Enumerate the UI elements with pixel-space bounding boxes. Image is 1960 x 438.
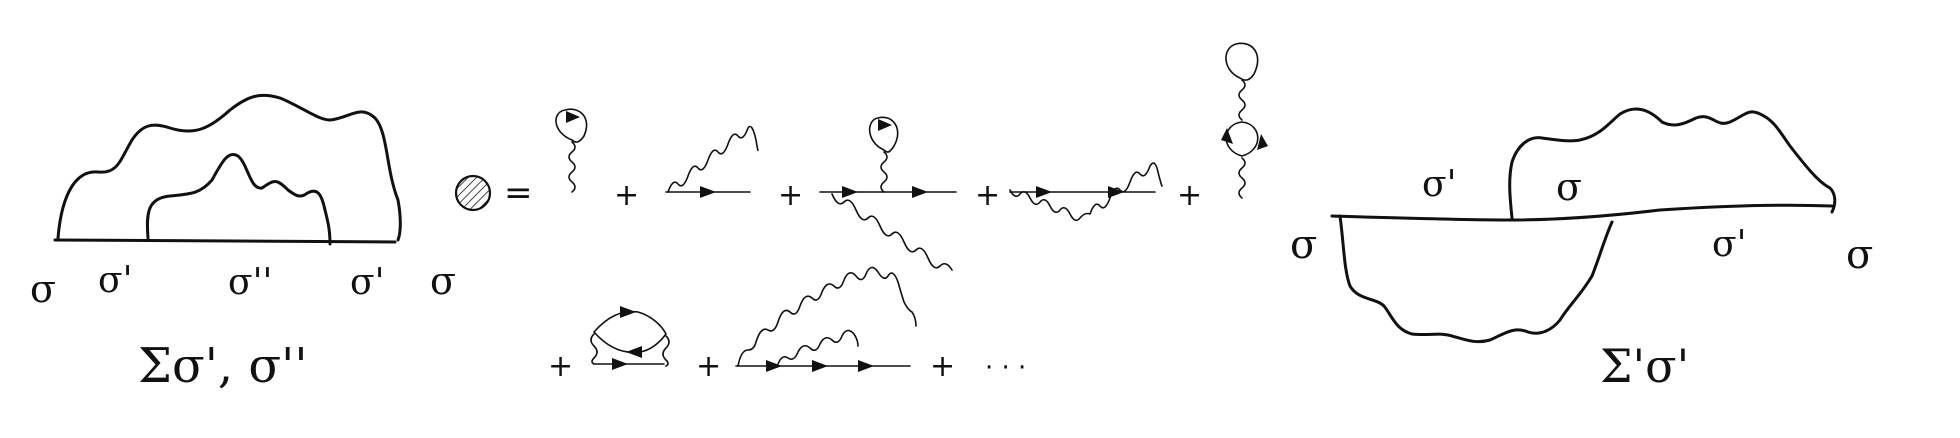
nested-exchange-diagram — [735, 266, 917, 372]
self-energy-expansion: = + + + — [454, 42, 1268, 271]
crossed-exchange-diagram — [1009, 162, 1163, 222]
right-label-sigma-prime-2: σ' — [1712, 224, 1746, 265]
plus-sign-7: + — [930, 349, 955, 384]
exchange-diagram — [665, 125, 759, 198]
left-inner-arc — [145, 153, 332, 246]
plus-sign-4: + — [1177, 178, 1202, 213]
right-label-sigma-3: σ — [1846, 232, 1873, 278]
right-self-energy-figure: σ σ' σ σ' σ Σ'σ' — [1290, 107, 1873, 393]
left-self-energy-figure: σ σ' σ'' σ' σ Σσ', σ'' — [30, 93, 456, 394]
left-baseline — [53, 238, 397, 244]
tadpole-with-exchange-diagram — [819, 116, 957, 271]
plus-sign-3: + — [975, 178, 1000, 213]
tadpole-diagram — [555, 108, 588, 193]
ellipsis: · · · — [985, 353, 1026, 383]
plus-sign-2: + — [778, 178, 803, 213]
tadpole-with-bubble-diagram — [1221, 42, 1268, 199]
right-label-sigma-2: σ — [1556, 165, 1582, 209]
plus-sign-6: + — [696, 349, 721, 384]
right-lower-arc — [1338, 214, 1614, 344]
left-label-sigma-prime-1: σ' — [98, 260, 132, 301]
left-label-sigma-1: σ — [30, 267, 56, 311]
hatched-blob-icon — [454, 174, 492, 212]
left-label-sigma-prime-2: σ' — [350, 262, 384, 303]
equals-sign: = — [504, 173, 533, 213]
plus-sign-1: + — [614, 178, 639, 213]
self-energy-expansion-second-row: + + + · · · — [548, 266, 1026, 384]
right-label-sigma-prime-1: σ' — [1422, 164, 1456, 205]
right-label-sigma-1: σ — [1290, 222, 1317, 268]
left-sum-label: Σσ', σ'' — [138, 338, 308, 394]
right-sum-label: Σ'σ' — [1600, 339, 1689, 393]
right-baseline — [1330, 203, 1834, 222]
left-outer-arc — [56, 93, 402, 242]
plus-sign-5: + — [548, 349, 573, 384]
left-label-sigma-2: σ — [430, 259, 456, 303]
right-upper-arc — [1508, 107, 1837, 220]
bubble-exchange-diagram — [590, 306, 670, 370]
left-label-sigma-double-prime: σ'' — [228, 262, 272, 303]
